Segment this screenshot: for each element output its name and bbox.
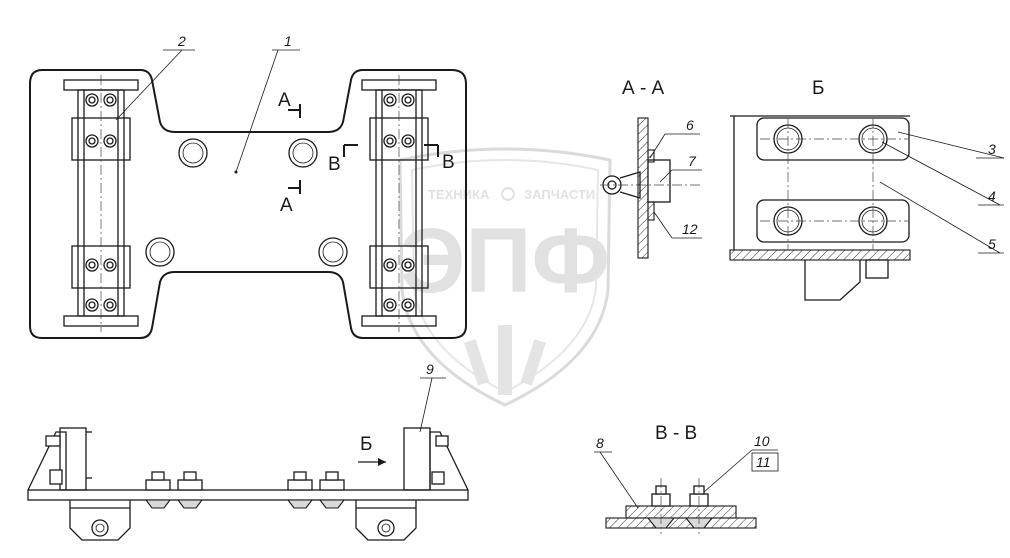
- elevation-bolts: [144, 471, 346, 509]
- label-9: 9: [426, 361, 434, 377]
- watermark-text-right: ЗАПЧАСТИ: [524, 187, 595, 202]
- label-7: 7: [688, 153, 697, 169]
- rail-bolts: [85, 93, 415, 312]
- plate-holes: [145, 138, 348, 267]
- section-vv-title: В - В: [655, 423, 697, 444]
- elevation-plate: [27, 489, 469, 501]
- section-aa: А - А 6 7 12: [600, 78, 702, 259]
- mark-v-left: В: [328, 154, 341, 175]
- section-vv: В - В 8 10 11: [594, 423, 779, 534]
- label-11: 11: [756, 454, 771, 470]
- watermark: ТЕХНИКА ЗАПЧАСТИ ЭПФ: [398, 147, 612, 407]
- label-6: 6: [686, 117, 694, 133]
- view-b: Б 3 4 5: [729, 78, 1005, 301]
- plate-outline: [29, 69, 467, 339]
- mark-a-top: А: [278, 90, 291, 111]
- watermark-wheat-icon: [464, 325, 546, 395]
- label-1: 1: [284, 33, 292, 49]
- label-10: 10: [754, 433, 770, 449]
- plan-view: А А В В 2 1: [29, 33, 467, 339]
- left-rail: [63, 75, 139, 332]
- view-b-title: Б: [812, 78, 824, 99]
- section-marker-a: А А: [278, 90, 301, 216]
- label-2: 2: [177, 33, 186, 49]
- label-8: 8: [596, 435, 604, 451]
- mark-a-bottom: А: [280, 195, 293, 216]
- elevation-lower-brackets: [69, 500, 417, 541]
- mark-b: Б: [360, 434, 372, 455]
- section-marker-v: В В: [328, 144, 455, 175]
- watermark-text-left: ТЕХНИКА: [428, 187, 490, 202]
- watermark-gear-icon: [501, 187, 515, 201]
- label-3: 3: [988, 141, 996, 157]
- label-12: 12: [682, 221, 698, 237]
- mark-v-right: В: [442, 152, 455, 173]
- right-rail: [361, 75, 437, 332]
- label-5: 5: [988, 236, 996, 252]
- side-elevation: Б 9: [27, 361, 469, 541]
- watermark-logo: ЭПФ: [400, 210, 610, 312]
- label-4: 4: [988, 188, 996, 204]
- section-aa-title: А - А: [622, 78, 665, 99]
